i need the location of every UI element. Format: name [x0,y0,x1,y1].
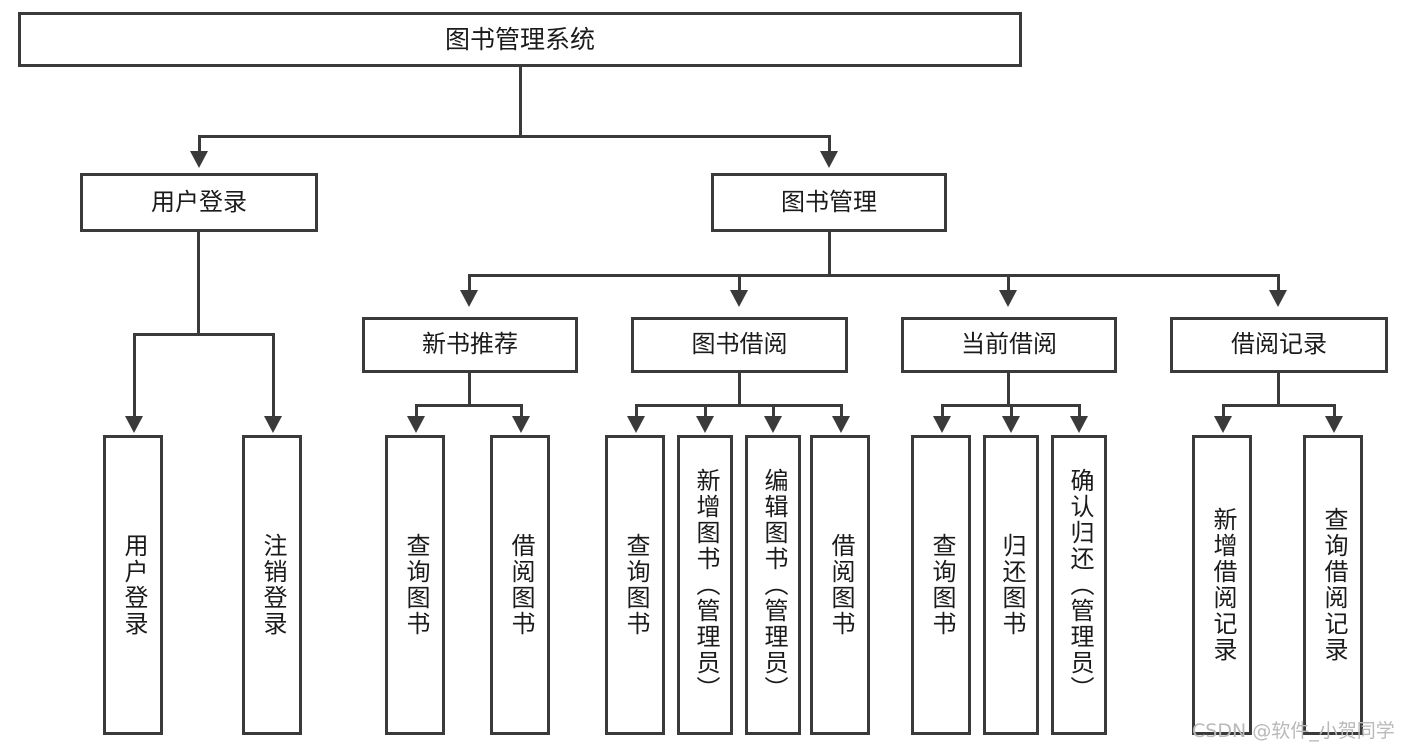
connector-bm-to-current-borrow [1007,274,1010,292]
leaf-new-book-borrow-book[interactable]: 借阅图书 [490,435,550,735]
node-label: 图书借阅 [691,330,788,359]
node-label: 借阅图书 [506,533,535,637]
node-label: 借阅记录 [1231,330,1327,359]
connector-book-borrow-bar [635,404,843,407]
arrow-root-to-book-management [820,151,838,168]
connector-user-login-to-leaf-1 [133,333,136,418]
connector-cb-to-leaf-2 [1010,404,1013,418]
node-book-management[interactable]: 图书管理 [711,173,947,232]
node-label: 归还图书 [997,533,1026,637]
leaf-book-borrow-add-book-admin[interactable]: 新增图书（管理员） [677,435,733,735]
node-book-borrow[interactable]: 图书借阅 [631,317,848,373]
node-label: 新增图书（管理员） [691,468,720,702]
leaf-current-borrow-query-book[interactable]: 查询图书 [911,435,971,735]
connector-root-stem [519,67,522,135]
connector-bb-to-leaf-2 [704,404,707,418]
arrow-root-to-user-login [190,151,208,168]
connector-new-book-to-leaf-1 [415,404,418,418]
connector-br-to-leaf-1 [1222,404,1225,418]
arrow-bm-to-current-borrow [999,290,1017,307]
connector-new-book-stem [468,373,471,406]
node-label: 用户登录 [119,533,148,637]
node-label: 查询借阅记录 [1319,507,1348,663]
arrow-bb-to-leaf-1 [627,416,645,433]
node-label: 新书推荐 [422,330,518,359]
leaf-user-login-logout[interactable]: 注销登录 [242,435,302,735]
leaf-current-borrow-confirm-return-admin[interactable]: 确认归还（管理员） [1051,435,1107,735]
node-label: 编辑图书（管理员） [759,468,788,702]
connector-user-login-stem [197,232,200,336]
arrow-user-login-to-leaf-2 [264,416,282,433]
node-current-borrow[interactable]: 当前借阅 [901,317,1117,373]
arrow-bm-to-new-book [460,290,478,307]
connector-book-borrow-stem [738,373,741,406]
connector-user-login-to-leaf-2 [272,333,275,418]
arrow-bm-to-borrow-records [1269,290,1287,307]
connector-new-book-to-leaf-2 [520,404,523,418]
node-label: 注销登录 [258,533,287,637]
arrow-cb-to-leaf-3 [1070,416,1088,433]
connector-root-bar [198,135,831,138]
node-root-book-management-system[interactable]: 图书管理系统 [18,12,1022,67]
arrow-cb-to-leaf-1 [933,416,951,433]
node-label: 查询图书 [927,533,956,637]
connector-new-book-bar [415,404,523,407]
arrow-new-book-to-leaf-1 [407,416,425,433]
connector-bb-to-leaf-4 [840,404,843,418]
leaf-book-borrow-borrow-book[interactable]: 借阅图书 [810,435,870,735]
connector-book-management-stem [828,232,831,277]
leaf-borrow-records-query-record[interactable]: 查询借阅记录 [1303,435,1363,735]
arrow-br-to-leaf-1 [1214,416,1232,433]
connector-root-to-user-login [198,135,201,153]
connector-bm-to-book-borrow [738,274,741,292]
connector-borrow-records-stem [1277,373,1280,406]
leaf-book-borrow-edit-book-admin[interactable]: 编辑图书（管理员） [745,435,801,735]
node-user-login[interactable]: 用户登录 [80,173,318,232]
arrow-cb-to-leaf-2 [1002,416,1020,433]
node-label: 查询图书 [401,533,430,637]
arrow-bb-to-leaf-2 [696,416,714,433]
leaf-book-borrow-query-book[interactable]: 查询图书 [605,435,665,735]
connector-borrow-records-bar [1222,404,1336,407]
node-label: 当前借阅 [961,330,1057,359]
node-label: 新增借阅记录 [1208,507,1237,663]
connector-bb-to-leaf-1 [635,404,638,418]
leaf-user-login-login[interactable]: 用户登录 [103,435,163,735]
watermark-csdn: CSDN @软件_小贺同学 [1192,720,1395,742]
connector-cb-to-leaf-3 [1078,404,1081,418]
node-label: 图书管理 [781,187,877,216]
leaf-current-borrow-return-book[interactable]: 归还图书 [983,435,1039,735]
connector-current-borrow-stem [1007,373,1010,406]
arrow-br-to-leaf-2 [1325,416,1343,433]
node-label: 图书管理系统 [444,25,595,54]
node-new-book-recommend[interactable]: 新书推荐 [362,317,578,373]
node-label: 用户登录 [151,187,247,216]
connector-book-management-bar [468,274,1280,277]
node-label: 确认归还（管理员） [1065,468,1094,702]
connector-root-to-book-management [828,135,831,153]
connector-bm-to-new-book [468,274,471,292]
node-borrow-records[interactable]: 借阅记录 [1170,317,1388,373]
node-label: 查询图书 [621,533,650,637]
arrow-user-login-to-leaf-1 [125,416,143,433]
connector-cb-to-leaf-1 [941,404,944,418]
connector-bm-to-borrow-records [1277,274,1280,292]
connector-br-to-leaf-2 [1333,404,1336,418]
node-label: 借阅图书 [826,533,855,637]
arrow-new-book-to-leaf-2 [512,416,530,433]
connector-user-login-bar [133,333,275,336]
leaf-borrow-records-add-record[interactable]: 新增借阅记录 [1192,435,1252,735]
connector-bb-to-leaf-3 [772,404,775,418]
arrow-bm-to-book-borrow [730,290,748,307]
arrow-bb-to-leaf-3 [764,416,782,433]
leaf-new-book-query-book[interactable]: 查询图书 [385,435,445,735]
arrow-bb-to-leaf-4 [832,416,850,433]
